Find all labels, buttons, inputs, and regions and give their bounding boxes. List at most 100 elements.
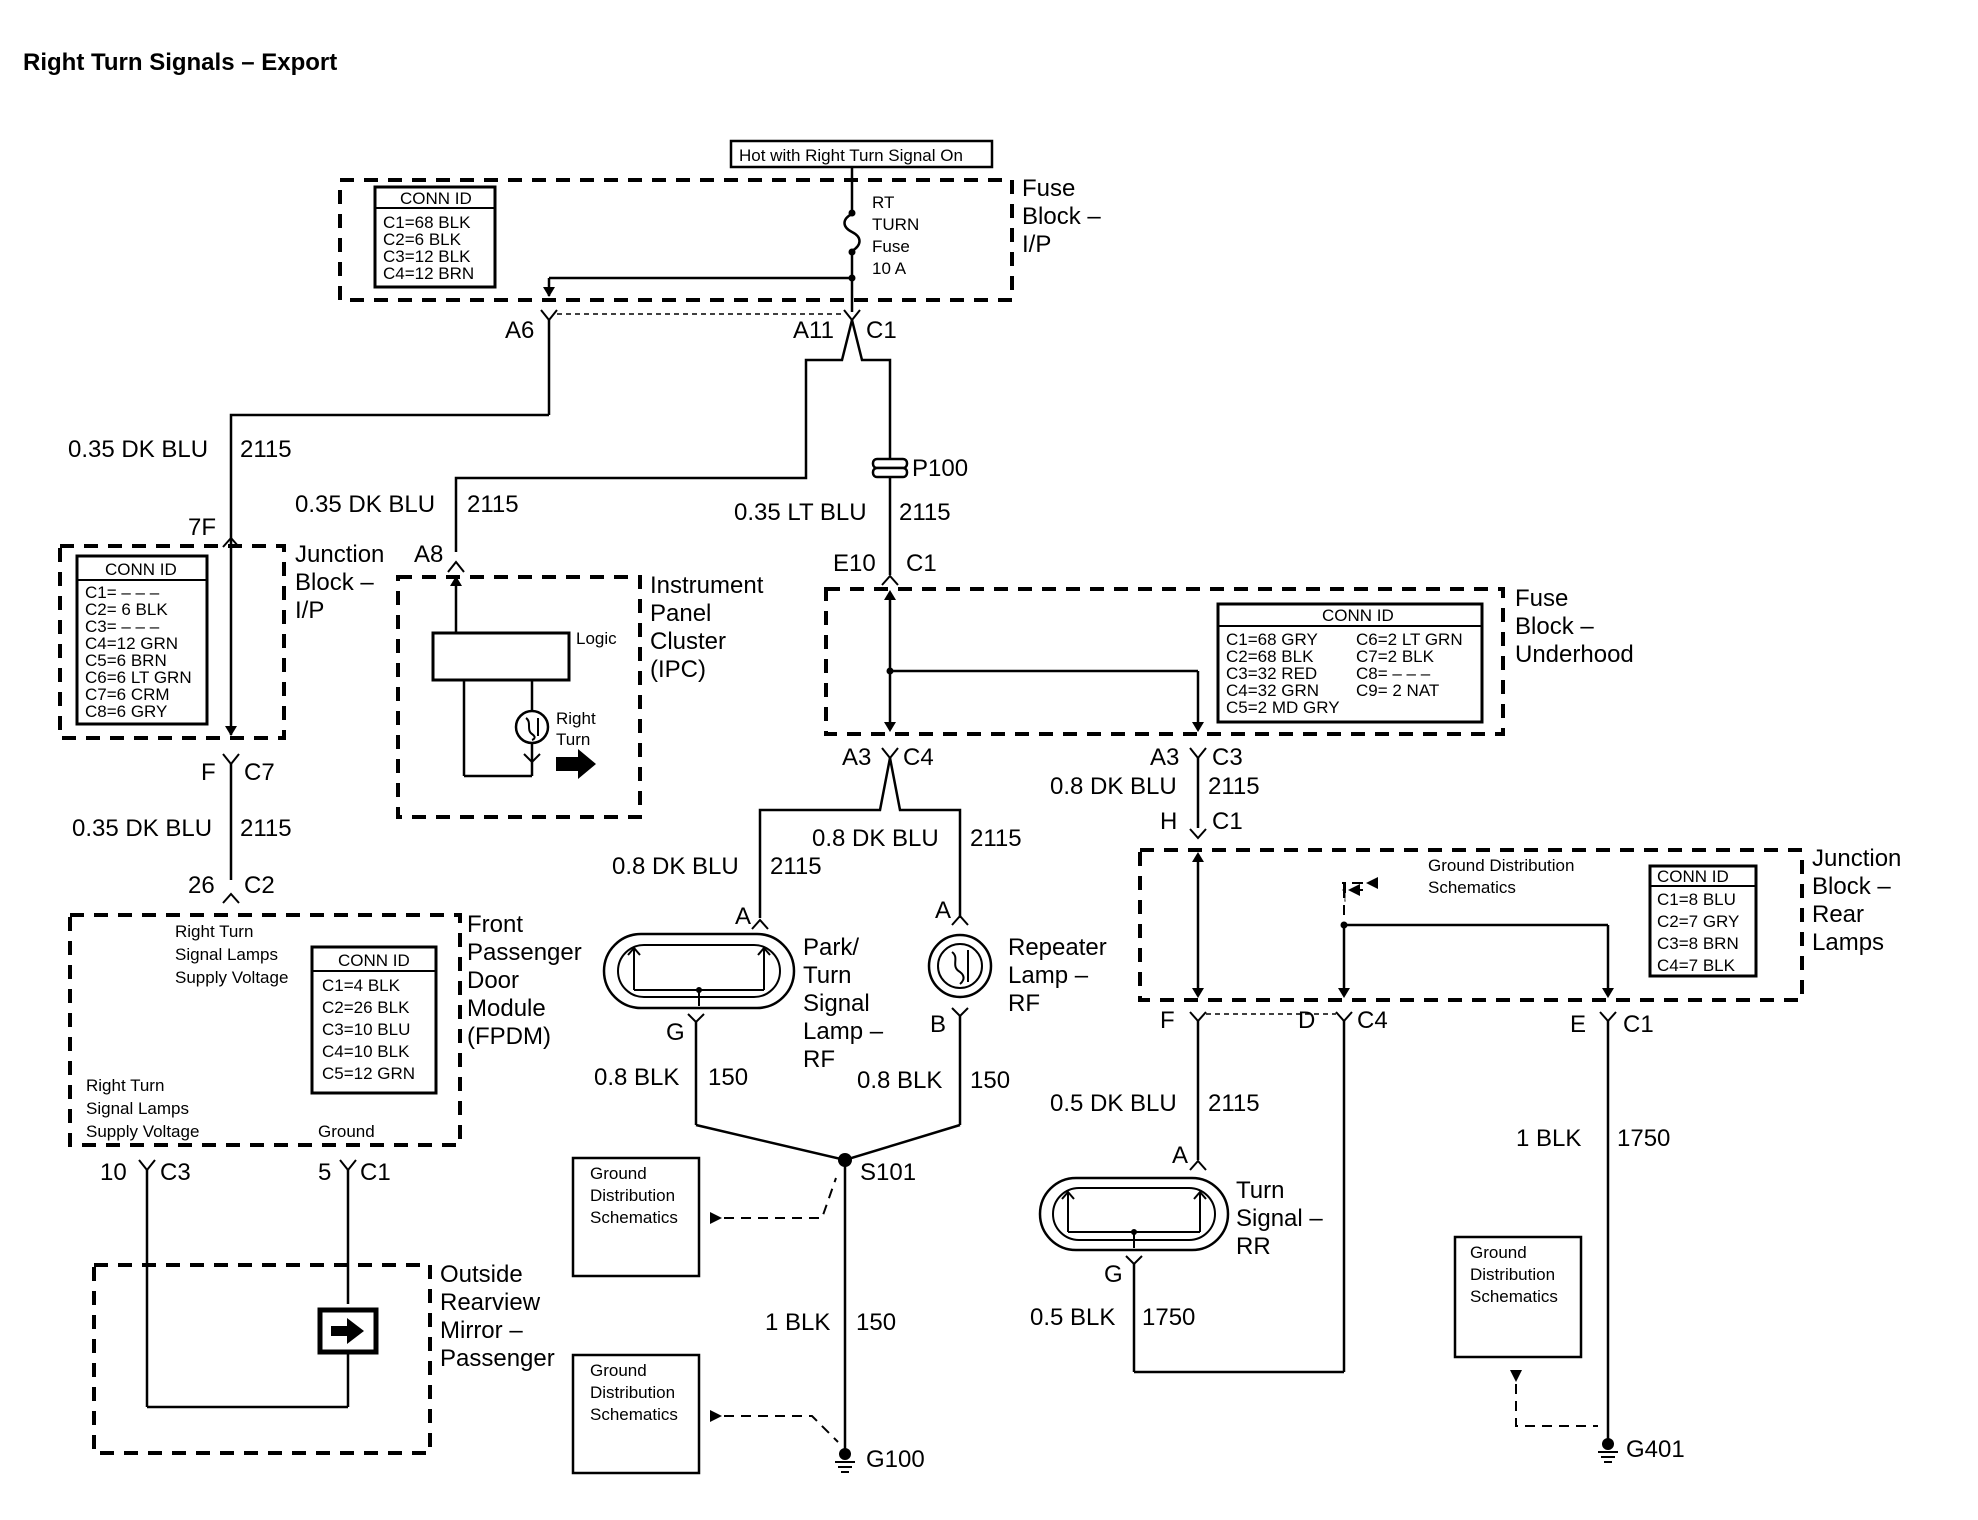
jb-ip-pin-f: F	[201, 759, 216, 786]
rt-turn-fuse: RT TURN Fuse 10 A	[843, 180, 919, 312]
fpdm-conn-id: CONN ID C1=4 BLK C2=26 BLK C3=10 BLU C4=…	[310, 945, 438, 1095]
jbr-pin-f: F	[1160, 1007, 1175, 1034]
wire-2-circuit: 2115	[467, 491, 519, 518]
park-lamp-pin-a: A	[735, 903, 751, 930]
svg-text:Front: Front	[467, 911, 523, 938]
svg-text:Schematics: Schematics	[590, 1208, 678, 1227]
wire-1-circuit: 2115	[240, 436, 292, 463]
svg-text:Park/: Park/	[803, 934, 859, 961]
mirror-arrow-icon	[331, 1318, 364, 1344]
fuse-block-ip-conn-id: CONN ID C1=68 BLK C2=6 BLK C3=12 BLK C4=…	[373, 185, 497, 289]
svg-text:C8= – – –: C8= – – –	[1356, 664, 1431, 683]
svg-text:Turn: Turn	[1236, 1177, 1284, 1204]
fbu-pin-a3-left: A3	[842, 744, 871, 771]
svg-text:I/P: I/P	[1022, 231, 1051, 258]
wire-13-gauge: 1 BLK	[1516, 1125, 1581, 1152]
ipc-module	[396, 575, 642, 819]
jbr-pin-d: D	[1298, 1007, 1315, 1034]
svg-text:Supply Voltage: Supply Voltage	[175, 968, 288, 987]
wire-3-gauge: 0.35 LT BLU	[734, 499, 867, 526]
fpdm-pin-5: 5	[318, 1159, 331, 1186]
svg-text:Distribution: Distribution	[1470, 1265, 1555, 1284]
fbu-pin-e10: E10	[833, 550, 876, 577]
svg-text:C3=32 RED: C3=32 RED	[1226, 664, 1317, 683]
svg-text:CONN ID: CONN ID	[1322, 606, 1394, 625]
svg-text:C4=32 GRN: C4=32 GRN	[1226, 681, 1319, 700]
park-lamp-pin-g: G	[666, 1019, 685, 1046]
svg-text:C2=26 BLK: C2=26 BLK	[322, 998, 410, 1017]
svg-text:C4=12 BRN: C4=12 BRN	[383, 264, 474, 283]
svg-text:Turn: Turn	[803, 962, 851, 989]
svg-text:C1=4 BLK: C1=4 BLK	[322, 976, 401, 995]
svg-text:I/P: I/P	[295, 597, 324, 624]
svg-text:C3=8 BRN: C3=8 BRN	[1657, 934, 1739, 953]
gds-box-3[interactable]: Ground Distribution Schematics	[1453, 1235, 1583, 1359]
gds-box-1[interactable]: Ground Distribution Schematics	[571, 1156, 701, 1278]
fpdm-conn-c1: C1	[360, 1159, 391, 1186]
svg-text:Block –: Block –	[1812, 873, 1891, 900]
jbr-gds-line1: Ground Distribution	[1428, 856, 1574, 875]
gds-box-2[interactable]: Ground Distribution Schematics	[571, 1353, 701, 1475]
svg-text:C2=7 GRY: C2=7 GRY	[1657, 912, 1739, 931]
ipc-indicator-line2: Turn	[556, 730, 590, 749]
fpdm-pin-26: 26	[188, 872, 215, 899]
jbr-conn-c1: C1	[1623, 1011, 1654, 1038]
wire-8-circuit: 150	[708, 1064, 748, 1091]
hot-label-box	[729, 139, 994, 169]
svg-text:C7=6 CRM: C7=6 CRM	[85, 685, 170, 704]
g401-label: G401	[1626, 1436, 1685, 1463]
svg-text:C7=2 BLK: C7=2 BLK	[1356, 647, 1435, 666]
svg-text:P100: P100	[912, 455, 968, 482]
svg-text:Passenger: Passenger	[467, 939, 582, 966]
svg-text:CONN ID: CONN ID	[105, 560, 177, 579]
svg-text:C1=8 BLU: C1=8 BLU	[1657, 890, 1736, 909]
svg-text:Panel: Panel	[650, 600, 711, 627]
junction-block-ip	[58, 544, 286, 740]
ipc-indicator-line1: Right	[556, 709, 596, 728]
wire-5-circuit: 2115	[770, 853, 822, 880]
svg-text:Ground: Ground	[590, 1164, 647, 1183]
svg-text:Signal Lamps: Signal Lamps	[175, 945, 278, 964]
svg-text:C4=7 BLK: C4=7 BLK	[1657, 956, 1736, 975]
wire-2-gauge: 0.35 DK BLU	[295, 491, 435, 518]
wire-8-gauge: 0.8 BLK	[594, 1064, 679, 1091]
wire-11-circuit: 2115	[1208, 1090, 1260, 1117]
svg-text:Module: Module	[467, 995, 546, 1022]
wire-3-circuit: 2115	[899, 499, 951, 526]
wire-9-gauge: 0.8 BLK	[857, 1067, 942, 1094]
jbr-conn-c4: C4	[1357, 1007, 1388, 1034]
right-arrow-icon	[556, 749, 596, 779]
svg-text:Signal –: Signal –	[1236, 1205, 1323, 1232]
svg-text:CONN ID: CONN ID	[1657, 867, 1729, 886]
fpdm-ground-label: Ground	[318, 1122, 375, 1141]
ipc-right-turn-bulb	[514, 709, 550, 745]
svg-text:C3=10 BLU: C3=10 BLU	[322, 1020, 410, 1039]
svg-text:Junction: Junction	[295, 541, 384, 568]
svg-text:Cluster: Cluster	[650, 628, 726, 655]
svg-text:RT: RT	[872, 193, 894, 212]
svg-text:C3= – – –: C3= – – –	[85, 617, 160, 636]
svg-text:C4=12 GRN: C4=12 GRN	[85, 634, 178, 653]
svg-text:Signal: Signal	[803, 990, 870, 1017]
svg-text:C6=2 LT GRN: C6=2 LT GRN	[1356, 630, 1463, 649]
turn-signal-rr-name: Turn Signal – RR	[1236, 1177, 1323, 1260]
svg-text:Lamp –: Lamp –	[1008, 962, 1089, 989]
hot-label: Hot with Right Turn Signal On	[739, 146, 963, 165]
wire-11-gauge: 0.5 DK BLU	[1050, 1090, 1177, 1117]
svg-text:Right Turn: Right Turn	[175, 922, 253, 941]
svg-text:CONN ID: CONN ID	[400, 189, 472, 208]
svg-text:C5=6 BRN: C5=6 BRN	[85, 651, 167, 670]
wire-4-circuit: 2115	[240, 815, 292, 842]
fpdm-conn-c3: C3	[160, 1159, 191, 1186]
svg-text:Underhood: Underhood	[1515, 641, 1634, 668]
pin-a11: A11	[793, 317, 834, 344]
fbu-conn-c1: C1	[906, 550, 937, 577]
fpdm-supply-top-label: Right Turn Signal Lamps Supply Voltage	[175, 922, 288, 987]
repeater-name: Repeater Lamp – RF	[1008, 934, 1107, 1017]
svg-text:C1=68 BLK: C1=68 BLK	[383, 213, 471, 232]
svg-text:Lamps: Lamps	[1812, 929, 1884, 956]
jb-ip-conn-c7: C7	[244, 759, 275, 786]
svg-text:(IPC): (IPC)	[650, 656, 706, 683]
junction-block-rear-conn-id: CONN ID C1=8 BLU C2=7 GRY C3=8 BRN C4=7 …	[1648, 864, 1758, 978]
svg-text:Distribution: Distribution	[590, 1186, 675, 1205]
